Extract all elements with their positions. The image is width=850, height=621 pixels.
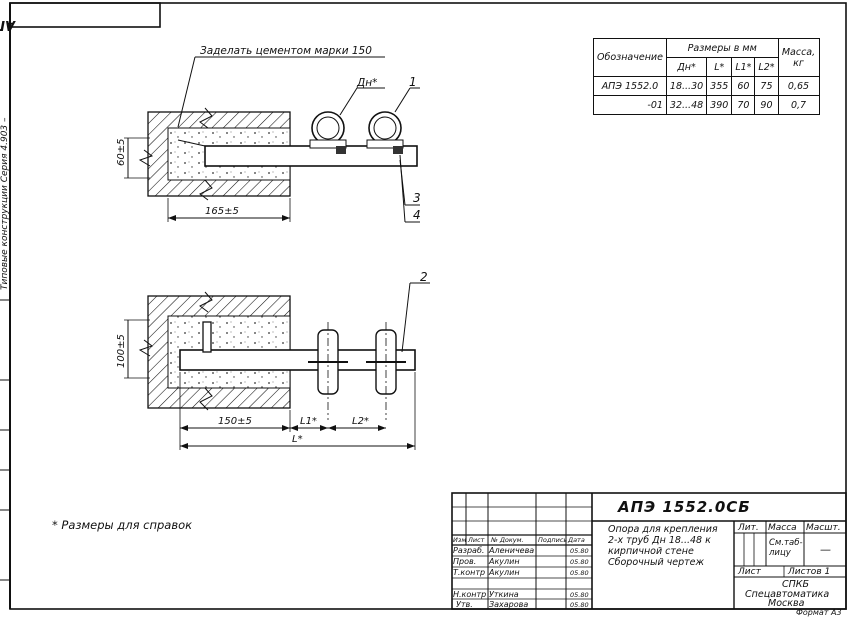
col-izm: Изм [453, 536, 467, 544]
title-block-grid [451, 492, 847, 610]
col-mass: Масса, кг [777, 38, 820, 77]
col-designation: Обозначение [593, 38, 667, 77]
dim-60: 60±5 [116, 139, 127, 166]
role-tcontrol: Т.контр [453, 568, 486, 577]
title-line-1: Опора для крепления [608, 524, 718, 535]
sheets-label: Листов 1 [788, 567, 831, 577]
org-line-2: Спецавтоматика [745, 589, 830, 600]
bottom-plan-view [124, 282, 430, 450]
dn-label: Дн* [356, 77, 377, 89]
sub-header-l1: L1* [731, 57, 756, 77]
sub-header-dn: Дн* [665, 57, 708, 77]
name-checker: Акулин [489, 557, 520, 566]
org-line-1: СПКБ [782, 579, 810, 590]
date-tcontrol: 05.80 [570, 569, 589, 577]
sub-header-l: L* [706, 57, 733, 77]
title-line-2: 2-х труб Дн 18...48 к [608, 535, 711, 546]
name-ncontrol: Уткина [489, 590, 519, 599]
col-list: Лист [468, 536, 485, 544]
date-checker: 05.80 [570, 558, 589, 566]
role-developer: Разраб. [453, 546, 485, 555]
title-line-4: Сборочный чертеж [608, 557, 705, 568]
mass-label: Масса [768, 523, 797, 533]
date-approver: 05.80 [570, 601, 589, 609]
dim-l2: L2* [352, 416, 369, 427]
name-tcontrol: Акулин [489, 568, 520, 577]
title-line-3: кирпичной стене [608, 546, 694, 557]
side-series-text: Типовые конструкции Серия 4.903 – [0, 117, 10, 290]
date-developer: 05.80 [570, 547, 589, 555]
top-section-view [124, 56, 420, 223]
role-checker: Пров. [453, 557, 477, 566]
table-row: -01 32...48 390 70 90 0,7 [593, 95, 820, 115]
org-line-3: Москва [768, 598, 805, 609]
corner-stamp-text: АПЭ 1552.0СБ [0, 17, 16, 32]
table-row: АПЭ 1552.0 18...30 355 60 75 0,65 [593, 76, 820, 96]
lit-label: Лит. [738, 523, 759, 533]
name-developer: Аленичева [489, 546, 535, 555]
scale-value: — [820, 543, 831, 556]
col-doc: № Докум. [491, 536, 524, 544]
callout-2: 2 [420, 270, 428, 284]
dim-150: 150±5 [218, 416, 252, 427]
dim-l1: L1* [300, 416, 317, 427]
reference-footnote: * Размеры для справок [52, 518, 193, 532]
callout-3: 3 [413, 191, 421, 205]
dim-165: 165±5 [205, 206, 239, 217]
callout-4: 4 [413, 208, 421, 222]
group-header: Размеры в мм [665, 38, 779, 58]
dim-100: 100±5 [116, 334, 127, 368]
col-sign: Подпись [538, 536, 568, 544]
col-date: Дата [568, 536, 585, 544]
callout-1: 1 [409, 75, 417, 89]
name-approver: Захарова [489, 600, 529, 609]
doc-number: АПЭ 1552.0СБ [618, 498, 751, 516]
date-ncontrol: 05.80 [570, 591, 589, 599]
role-approver: Утв. [456, 600, 473, 609]
dimensions-table: Обозначение Размеры в мм Масса, кг Дн* L… [593, 38, 820, 115]
mass-value: См.таб-лицу [769, 538, 803, 558]
sheet-label: Лист [738, 567, 761, 577]
scale-label: Масшт. [806, 523, 841, 533]
format-label: Формат А3 [796, 608, 842, 617]
corner-stamp-box [9, 2, 161, 28]
sub-header-l2: L2* [754, 57, 779, 77]
dim-l: L* [292, 434, 303, 445]
embed-note: Заделать цементом марки 150 [200, 45, 372, 57]
role-ncontrol: Н.контр [453, 590, 487, 599]
